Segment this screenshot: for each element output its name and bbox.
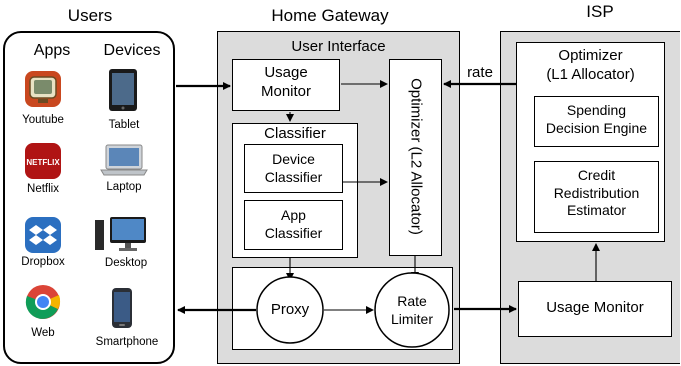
devices-header: Devices	[103, 42, 161, 59]
youtube-icon	[24, 70, 62, 108]
device-label-tablet: Tablet	[108, 119, 140, 131]
usage-monitor-box	[232, 59, 340, 111]
svg-text:NETFLIX: NETFLIX	[26, 158, 60, 167]
rate-edge-label: rate	[467, 64, 493, 81]
laptop-icon	[100, 144, 148, 176]
isp-usage-monitor-label: Usage Monitor	[546, 299, 644, 316]
app-classifier-box	[244, 200, 343, 250]
device-classifier-box	[244, 144, 343, 193]
home-gateway-title: Home Gateway	[271, 6, 389, 25]
app-label-web: Web	[31, 327, 55, 339]
chrome-icon	[24, 283, 62, 321]
smartphone-icon	[111, 287, 133, 329]
device-label-desktop: Desktop	[104, 257, 148, 269]
credit-estimator-box	[534, 161, 659, 233]
netflix-icon: NETFLIX	[24, 142, 62, 180]
optimizer-l2-box	[389, 59, 442, 256]
classifier-label: Classifier	[264, 125, 326, 142]
rate-limiter-node	[374, 272, 450, 348]
app-label-dropbox: Dropbox	[21, 256, 65, 268]
apps-header: Apps	[33, 42, 71, 59]
app-label-youtube: Youtube	[22, 114, 64, 126]
user-interface-label: User Interface	[291, 38, 386, 55]
isp-optimizer-label: Optimizer(L1 Allocator)	[546, 47, 635, 83]
isp-usage-monitor-box	[518, 281, 672, 337]
dropbox-icon	[24, 216, 62, 254]
proxy-label: Proxy	[270, 301, 310, 318]
spending-engine-box	[534, 96, 659, 147]
tablet-icon	[108, 68, 138, 112]
isp-title: ISP	[586, 2, 614, 21]
proxy-node	[256, 276, 324, 344]
device-label-laptop: Laptop	[106, 181, 142, 193]
users-title: Users	[67, 6, 113, 25]
app-label-netflix: Netflix	[27, 183, 59, 195]
desktop-icon	[94, 216, 148, 252]
device-label-smartphone: Smartphone	[95, 336, 159, 348]
